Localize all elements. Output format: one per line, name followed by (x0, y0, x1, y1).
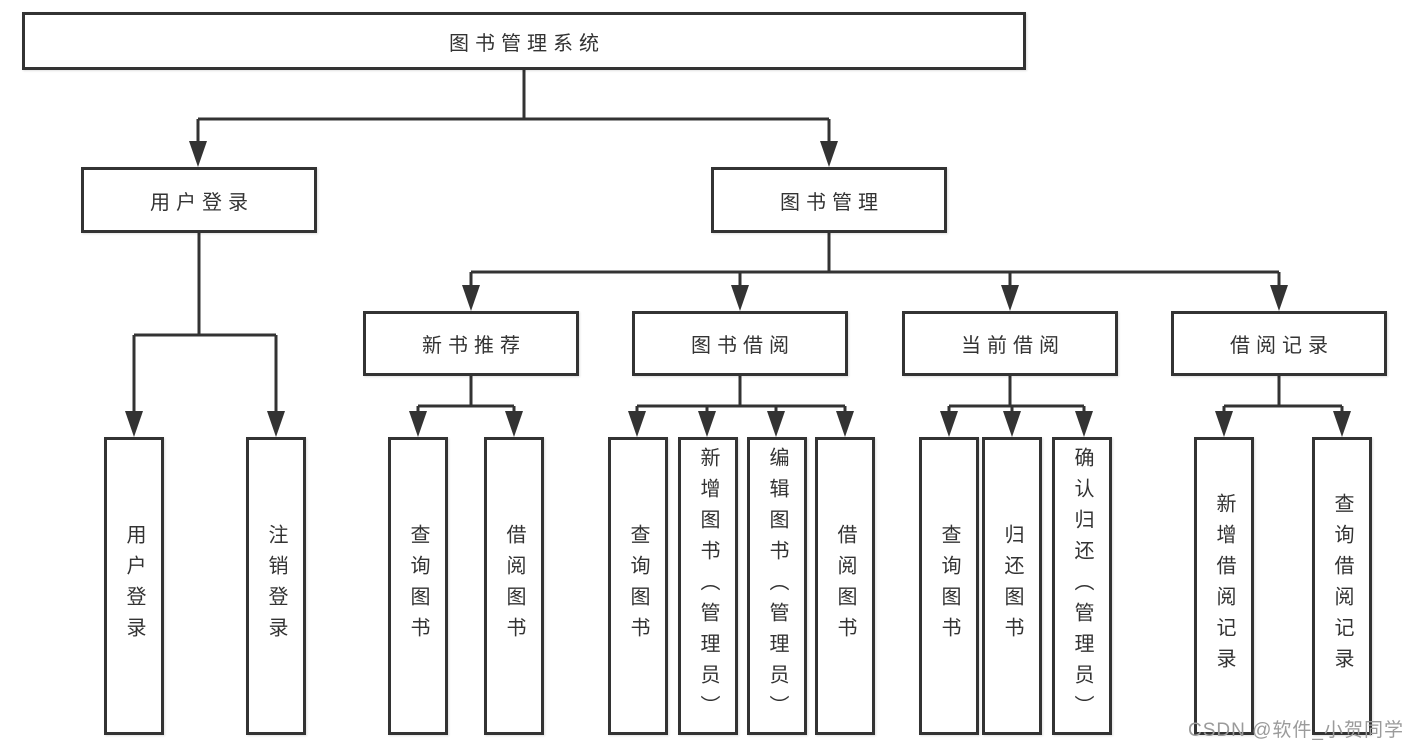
arrowhead (267, 411, 285, 437)
node-leaf-query-books-current: 查询图书 (919, 437, 979, 735)
connector-line (1222, 376, 1344, 414)
node-leaf-edit-books: 编辑图书（管理员） (747, 437, 807, 735)
arrowhead (125, 411, 143, 437)
node-current-borrow: 当前借阅 (902, 311, 1118, 376)
connector-line (635, 376, 847, 414)
arrowhead (767, 411, 785, 437)
node-leaf-confirm-return: 确认归还（管理员） (1052, 437, 1112, 735)
node-leaf-add-record: 新增借阅记录 (1194, 437, 1254, 735)
connector-user-login-children (125, 233, 285, 437)
connector-root-to-level2 (189, 70, 838, 167)
connector-line (947, 376, 1086, 414)
connector-new-book-rec-children (409, 376, 523, 437)
node-book-mgmt: 图书管理 (711, 167, 947, 233)
connector-book-borrow-children (628, 376, 854, 437)
connector-line (416, 376, 516, 414)
node-leaf-return-books: 归还图书 (982, 437, 1042, 735)
arrowhead (1003, 411, 1021, 437)
node-leaf-borrow-books-borrow: 借阅图书 (815, 437, 875, 735)
connector-borrow-records-children (1215, 376, 1351, 437)
arrowhead (189, 141, 207, 167)
arrowhead (731, 285, 749, 311)
arrowhead (505, 411, 523, 437)
arrowhead (940, 411, 958, 437)
node-user-login: 用户登录 (81, 167, 317, 233)
node-new-book-rec: 新书推荐 (363, 311, 579, 376)
arrowhead (836, 411, 854, 437)
arrowhead (1270, 285, 1288, 311)
connector-line (469, 233, 1281, 288)
arrowhead (820, 141, 838, 167)
node-leaf-user-login: 用户登录 (104, 437, 164, 735)
node-leaf-borrow-books-newrec: 借阅图书 (484, 437, 544, 735)
node-leaf-query-record: 查询借阅记录 (1312, 437, 1372, 735)
node-leaf-add-books: 新增图书（管理员） (678, 437, 738, 735)
node-leaf-query-books-newrec: 查询图书 (388, 437, 448, 735)
arrowhead (1075, 411, 1093, 437)
watermark: CSDN @软件_小贺同学 (1188, 720, 1404, 741)
node-leaf-logout: 注销登录 (246, 437, 306, 735)
arrowhead (1333, 411, 1351, 437)
arrowhead (462, 285, 480, 311)
node-borrow-records: 借阅记录 (1171, 311, 1387, 376)
node-book-borrow: 图书借阅 (632, 311, 848, 376)
node-leaf-query-books-borrow: 查询图书 (608, 437, 668, 735)
connector-line (132, 233, 278, 414)
arrowhead (1215, 411, 1233, 437)
connector-book-mgmt-children (462, 233, 1288, 311)
arrowhead (698, 411, 716, 437)
arrowhead (628, 411, 646, 437)
connector-current-borrow-children (940, 376, 1093, 437)
arrowhead (409, 411, 427, 437)
connector-line (196, 70, 831, 144)
node-root: 图书管理系统 (22, 12, 1026, 70)
arrowhead (1001, 285, 1019, 311)
